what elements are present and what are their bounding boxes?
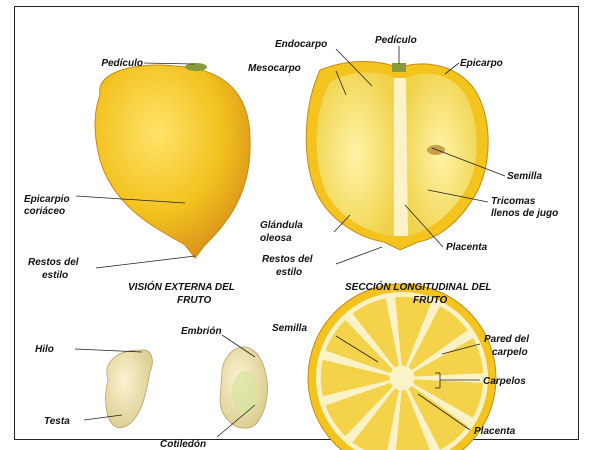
caption-external-line1: VISIÓN EXTERNA DEL [128, 280, 235, 293]
label-glandula-line1: Glándula [260, 220, 303, 231]
label-restos-estilo-external-line1: Restos del [28, 257, 79, 268]
label-pared-carpelo-line2: carpelo [492, 347, 528, 358]
label-restos-estilo-section-line2: estilo [276, 267, 302, 278]
stem-icon [392, 63, 406, 72]
cross-section-fruit [308, 284, 496, 450]
label-semilla-cross: Semilla [272, 323, 307, 334]
label-tricomas-line1: Tricomas [491, 196, 536, 207]
label-endocarpo: Endocarpo [275, 39, 327, 50]
caption-section-line1: SECCIÓN LONGITUDINAL DEL [345, 280, 491, 293]
label-placenta-section: Placenta [446, 242, 488, 253]
label-testa: Testa [44, 416, 70, 427]
label-pediculo-external: Pedículo [101, 58, 143, 69]
label-semilla-section: Semilla [507, 171, 542, 182]
label-glandula-line2: oleosa [260, 233, 292, 244]
label-pediculo-section: Pedículo [375, 35, 417, 46]
label-placenta-cross: Placenta [474, 426, 516, 437]
label-mesocarpo: Mesocarpo [248, 63, 301, 74]
section-fruit [306, 62, 488, 251]
label-cotiledon: Cotiledón [160, 439, 206, 450]
label-epicarpio-coriaceo-line1: Epicarpio [24, 194, 70, 205]
seed-icon [427, 145, 445, 155]
label-restos-estilo-external-line2: estilo [42, 270, 68, 281]
label-restos-estilo-section-line1: Restos del [262, 254, 313, 265]
embryo-shape [232, 371, 258, 415]
caption-external-line2: FRUTO [177, 295, 211, 306]
label-tricomas-line2: llenos de jugo [491, 208, 558, 219]
seed-section [220, 347, 267, 428]
label-embrion: Embrión [181, 326, 222, 337]
label-epicarpio-coriaceo-line2: coriáceo [24, 206, 65, 217]
label-pared-carpelo-line1: Pared del [484, 334, 529, 345]
caption-section-line2: FRUTO [413, 295, 447, 306]
label-hilo: Hilo [35, 344, 54, 355]
label-epicarpo: Epicarpo [460, 58, 503, 69]
external-fruit [95, 63, 250, 258]
label-carpelos: Carpelos [483, 376, 526, 387]
